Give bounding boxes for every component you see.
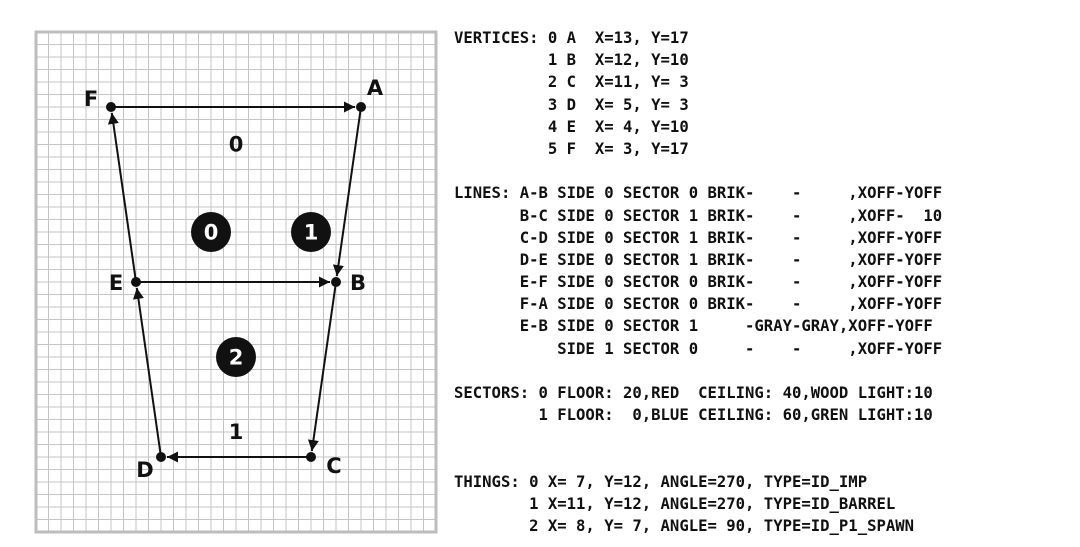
line-label: 1 <box>229 420 244 444</box>
listing-line: 1 FLOOR: 0,BLUE CEILING: 60,GREN LIGHT:1… <box>454 406 933 425</box>
badge-label-0: 0 <box>204 221 219 245</box>
badge-label-2: 2 <box>229 346 244 370</box>
listing-blank-line <box>454 449 942 471</box>
vertex-A <box>356 102 366 112</box>
badge-1 <box>291 212 331 252</box>
line-label: 0 <box>229 133 244 157</box>
vertex-E <box>131 277 141 287</box>
listing-line: D-E SIDE 0 SECTOR 1 BRIK- - ,XOFF-YOFF <box>454 250 943 269</box>
listing-line: B-C SIDE 0 SECTOR 1 BRIK- - ,XOFF- 10 <box>454 206 943 225</box>
vertex-label-C: C <box>326 454 341 478</box>
listing-line: 3 D X= 5, Y= 3 <box>454 95 689 114</box>
map-listing: VERTICES: 0 A X=13, Y=17 1 B X=12, Y=10 … <box>454 27 942 537</box>
listing-line: VERTICES: 0 A X=13, Y=17 <box>454 29 689 47</box>
vertex-label-F: F <box>84 87 98 111</box>
listing-line: THINGS: 0 X= 7, Y=12, ANGLE=270, TYPE=ID… <box>454 472 868 491</box>
listing-line: 1 B X=12, Y=10 <box>454 51 689 70</box>
listing-line: E-F SIDE 0 SECTOR 0 BRIK- - ,XOFF-YOFF <box>454 273 943 292</box>
vertex-C <box>306 452 316 462</box>
linedef-D-E <box>132 287 162 458</box>
listing-line: C-D SIDE 0 SECTOR 1 BRIK- - ,XOFF-YOFF <box>454 228 943 247</box>
listing-blank-line <box>454 160 942 182</box>
listing-line: 1 X=11, Y=12, ANGLE=270, TYPE=ID_BARREL <box>454 494 896 513</box>
vertex-D <box>156 452 166 462</box>
listing-line: 5 F X= 3, Y=17 <box>454 139 689 158</box>
listing-blank-line <box>454 426 942 448</box>
vertices: A B C D E F <box>84 76 384 482</box>
labels: 0 1 0 1 2 <box>191 133 331 444</box>
vertex-label-B: B <box>350 271 366 295</box>
linedef-A-B <box>332 106 362 277</box>
badge-label-1: 1 <box>304 221 319 245</box>
vertex-label-E: E <box>109 271 123 295</box>
linedef-E-F <box>107 112 137 283</box>
listing-line: SIDE 1 SECTOR 0 - - ,XOFF-YOFF <box>454 339 943 358</box>
grid-border <box>34 30 438 534</box>
listing-line: 2 X= 8, Y= 7, ANGLE= 90, TYPE=ID_P1_SPAW… <box>454 517 915 536</box>
vertex-label-A: A <box>367 76 384 100</box>
listing-line: 2 C X=11, Y= 3 <box>454 73 689 92</box>
map-diagram: A B C D E F 0 1 0 1 2 <box>34 30 438 534</box>
linedef-B-C <box>307 281 337 452</box>
listing-blank-line <box>454 360 942 382</box>
linedefs <box>107 101 362 463</box>
vertex-B <box>331 277 341 287</box>
listing-line: LINES: A-B SIDE 0 SECTOR 0 BRIK- - ,XOFF… <box>454 184 943 203</box>
vertex-F <box>106 102 116 112</box>
vertex-label-D: D <box>136 458 153 482</box>
listing-line: SECTORS: 0 FLOOR: 20,RED CEILING: 40,WOO… <box>454 384 933 402</box>
listing-line: F-A SIDE 0 SECTOR 0 BRIK- - ,XOFF-YOFF <box>454 295 943 314</box>
listing-line: E-B SIDE 0 SECTOR 1 -GRAY-GRAY,XOFF-YOFF <box>454 317 933 336</box>
listing-line: 4 E X= 4, Y=10 <box>454 117 689 136</box>
badge-0 <box>191 212 231 252</box>
badge-2 <box>216 337 256 377</box>
